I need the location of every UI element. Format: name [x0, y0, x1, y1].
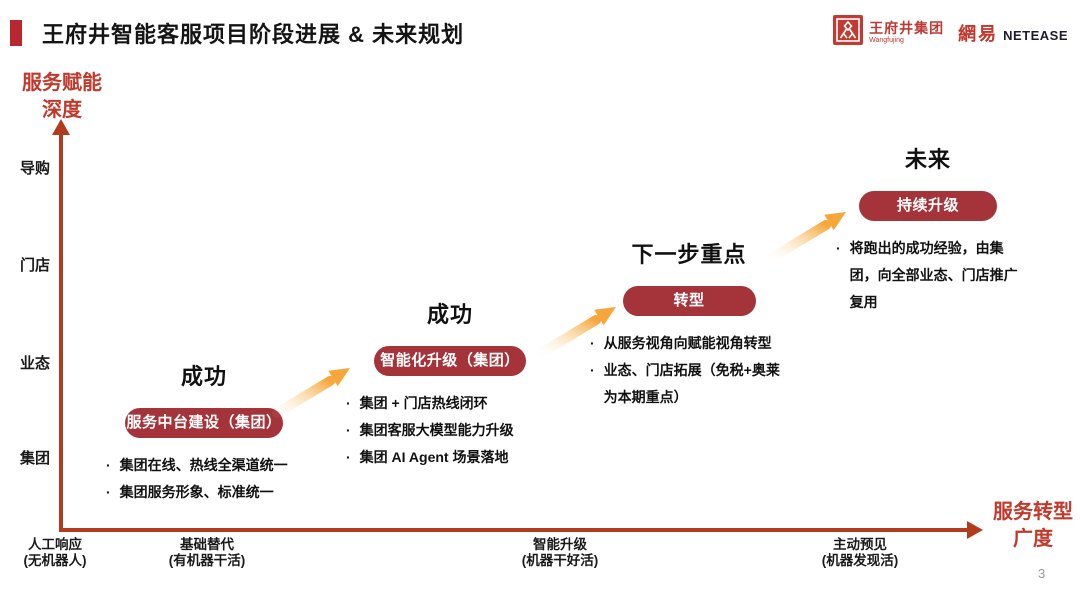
x-axis-label-line1: 服务转型: [993, 501, 1073, 523]
x-tick-3: 智能升级 (机器干好活): [521, 537, 599, 568]
stage-2-header: 成功: [426, 302, 473, 327]
title-accent-bar: [10, 20, 22, 46]
stage-1-badge: 服务中台建设（集团）: [125, 408, 283, 438]
bullet-dot: ·: [346, 422, 351, 438]
netease-cn-logo: 網易: [958, 23, 999, 44]
list-item: ·将跑出的成功经验，由集团，向全部业态、门店推广复用: [836, 235, 1020, 316]
y-axis-line: [59, 134, 63, 530]
wangfujing-logo: 王府井集团 Wangfujing: [833, 15, 944, 50]
list-item: ·集团服务形象、标准统一: [106, 479, 302, 506]
progress-arrow-3-icon: [768, 212, 846, 262]
bullet-dot: ·: [836, 240, 841, 256]
list-item: ·集团在线、热线全渠道统一: [106, 452, 302, 479]
x-tick-1: 人工响应 (无机器人): [23, 537, 87, 568]
wangfujing-name: 王府井集团: [869, 20, 945, 36]
stage-2-bullets: ·集团 + 门店热线闭环 ·集团客服大模型能力升级 ·集团 AI Agent 场…: [346, 390, 554, 471]
stage-4-badge: 持续升级: [859, 191, 997, 221]
bullet-dot: ·: [106, 484, 111, 500]
list-item: ·从服务视角向赋能视角转型: [590, 330, 788, 357]
stage-2: 成功 智能化升级（集团） ·集团 + 门店热线闭环 ·集团客服大模型能力升级 ·…: [346, 297, 554, 471]
bullet-dot: ·: [106, 457, 111, 473]
y-tick-daogou: 导购: [19, 160, 50, 177]
stage-1: 成功 服务中台建设（集团） ·集团在线、热线全渠道统一 ·集团服务形象、标准统一: [106, 359, 302, 506]
y-axis-label-line2: 深度: [42, 99, 82, 121]
progress-arrow-2-icon: [538, 307, 616, 357]
bullet-dot: ·: [346, 395, 351, 411]
x-axis-label-line2: 广度: [1013, 528, 1053, 550]
stage-4: 未来 持续升级 ·将跑出的成功经验，由集团，向全部业态、门店推广复用: [836, 142, 1020, 316]
y-tick-jituan: 集团: [19, 450, 50, 467]
list-item: ·集团客服大模型能力升级: [346, 417, 554, 444]
x-axis-line: [59, 528, 969, 532]
stage-3-bullets: ·从服务视角向赋能视角转型 ·业态、门店拓展（免税+奥莱为本期重点）: [590, 330, 788, 411]
logo-area: 王府井集团 Wangfujing 網易 NETEASE: [833, 15, 1068, 50]
y-axis-label: 服务赋能 深度: [12, 70, 112, 124]
x-tick-4: 主动预见 (机器发现活): [821, 537, 899, 568]
bullet-dot: ·: [590, 362, 595, 378]
stage-3: 下一步重点 转型 ·从服务视角向赋能视角转型 ·业态、门店拓展（免税+奥莱为本期…: [590, 237, 788, 411]
netease-en-logo: NETEASE: [1003, 27, 1068, 43]
bullet-dot: ·: [590, 335, 595, 351]
bullet-dot: ·: [346, 449, 351, 465]
wangfujing-logo-text: 王府井集团 Wangfujing: [869, 21, 944, 44]
list-item: ·集团 + 门店热线闭环: [346, 390, 554, 417]
stage-3-badge: 转型: [622, 286, 756, 316]
stage-2-badge: 智能化升级（集团）: [374, 346, 526, 376]
netease-logo: 網易 NETEASE: [958, 20, 1068, 46]
x-axis-arrowhead: [967, 521, 983, 539]
stage-4-header: 未来: [904, 147, 951, 172]
stage-1-header: 成功: [180, 364, 227, 389]
page-number: 3: [1038, 566, 1046, 581]
y-axis-label-line1: 服务赋能: [22, 72, 102, 94]
y-tick-yetai: 业态: [19, 355, 50, 372]
progress-arrow-1-icon: [272, 368, 350, 418]
stage-4-bullets: ·将跑出的成功经验，由集团，向全部业态、门店推广复用: [836, 235, 1020, 316]
wangfujing-mark-icon: [833, 15, 864, 50]
y-tick-mendian: 门店: [19, 257, 50, 274]
y-axis-arrowhead: [52, 119, 70, 135]
list-item: ·业态、门店拓展（免税+奥莱为本期重点）: [590, 357, 788, 411]
wangfujing-subname: Wangfujing: [869, 37, 904, 44]
list-item: ·集团 AI Agent 场景落地: [346, 444, 554, 471]
x-tick-2: 基础替代 (有机器干活): [168, 537, 246, 568]
stage-1-bullets: ·集团在线、热线全渠道统一 ·集团服务形象、标准统一: [106, 452, 302, 506]
stage-3-header: 下一步重点: [631, 242, 747, 267]
x-axis-label: 服务转型 广度: [986, 499, 1080, 553]
page-title: 王府井智能客服项目阶段进展 & 未来规划: [42, 22, 465, 47]
